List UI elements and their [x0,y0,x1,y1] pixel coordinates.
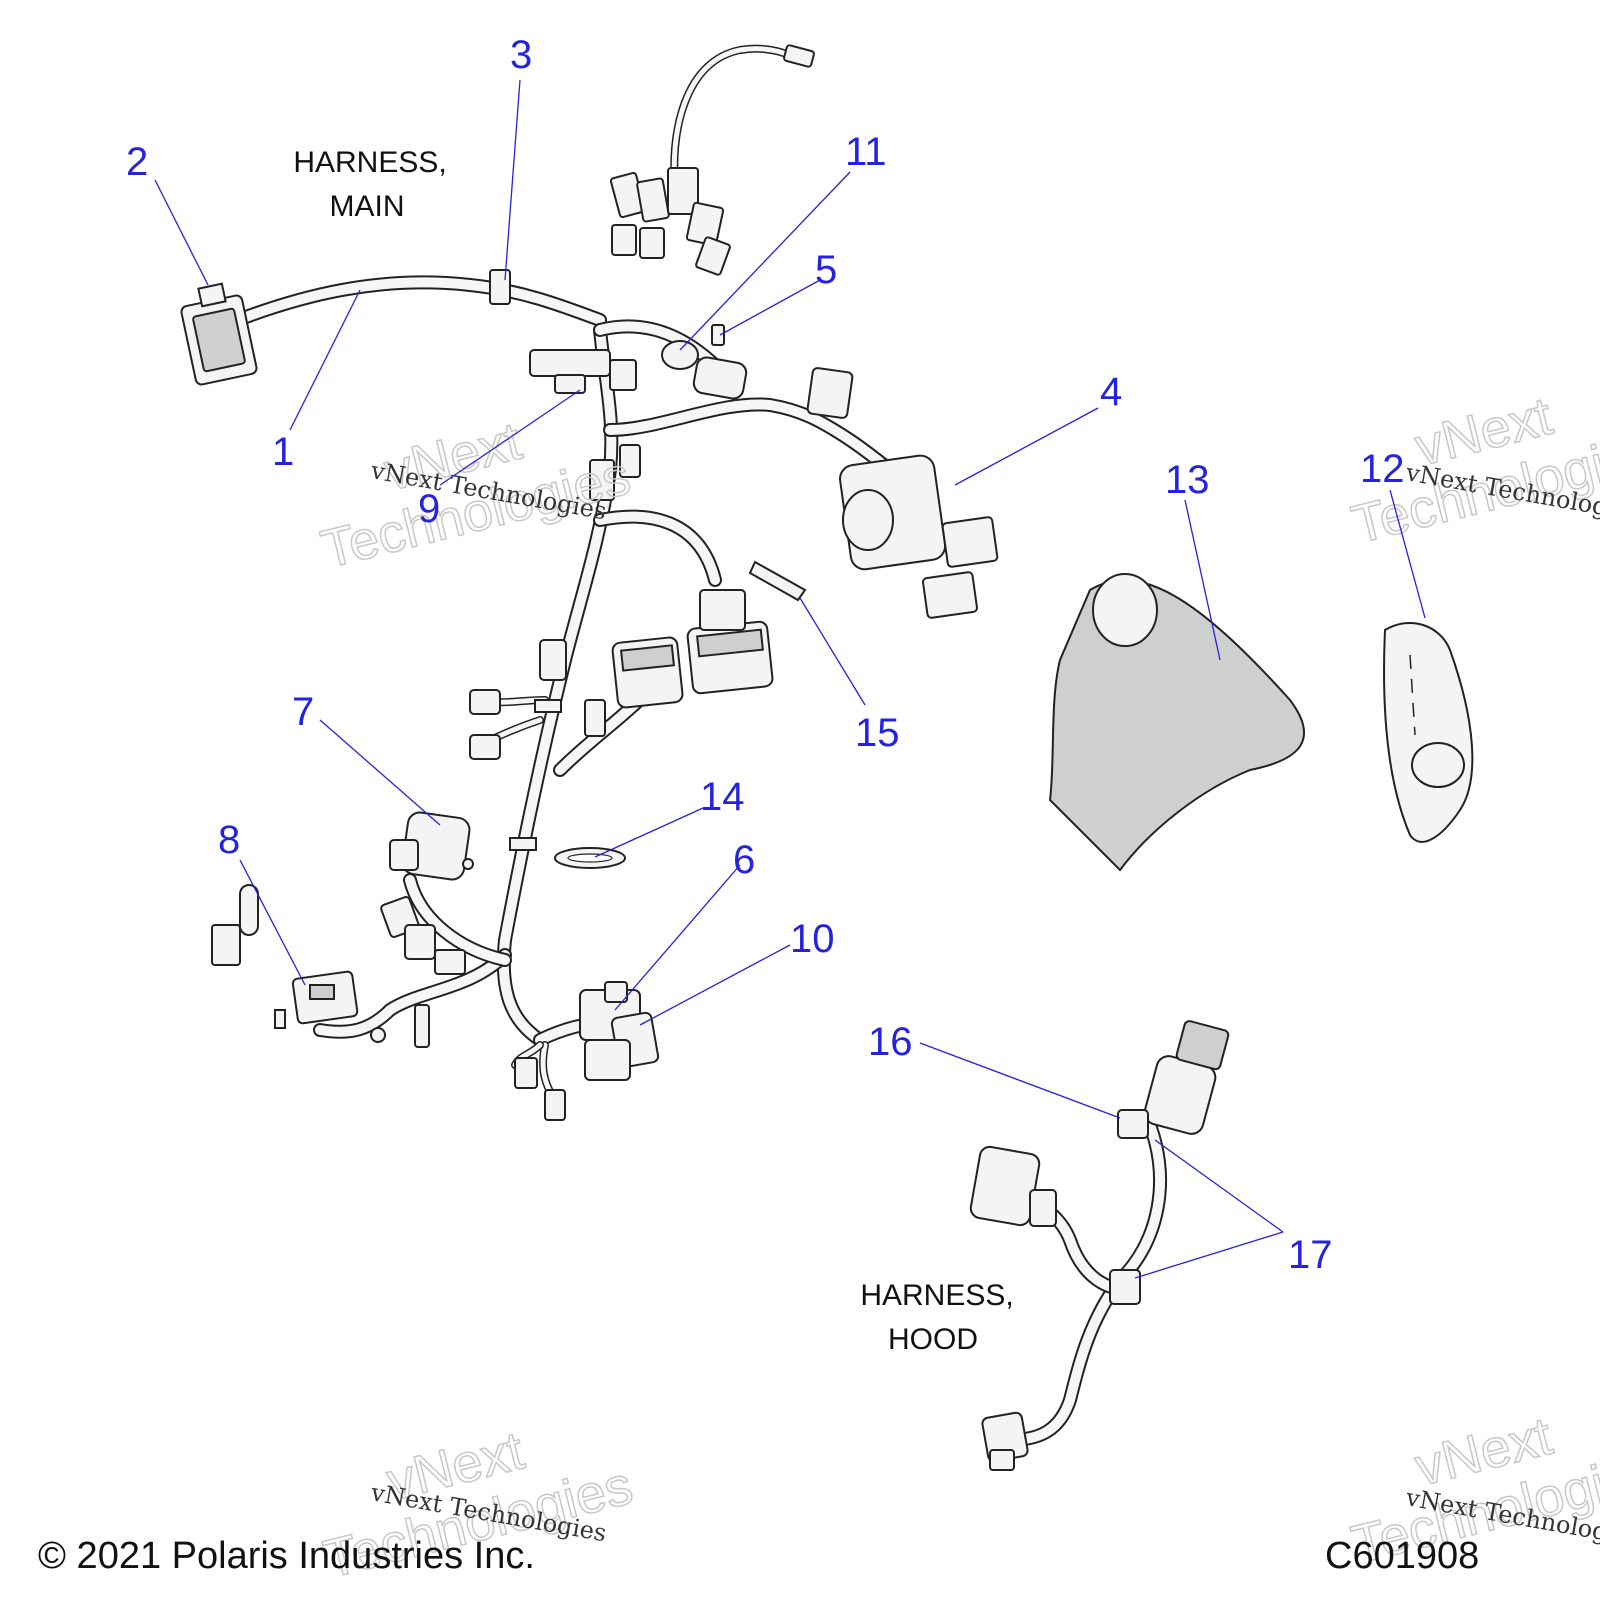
hood-harness [969,1020,1230,1471]
callout-12: 12 [1360,447,1405,491]
callout-4: 4 [1100,370,1122,414]
callout-9: 9 [418,487,440,531]
callout-5: 5 [815,248,837,292]
harness-hood-label-line1: HARNESS, [860,1279,1013,1312]
callout-7: 7 [292,690,314,734]
callout-17: 17 [1288,1233,1333,1277]
copyright-text: © 2021 Polaris Industries Inc. [38,1535,535,1577]
callout-14: 14 [700,775,745,819]
harness-main-label-line1: HARNESS, [293,146,446,179]
main-harness [218,44,937,1104]
callout-6: 6 [733,838,755,882]
harness-main-label-line2: MAIN [330,190,405,223]
callout-11: 11 [845,130,887,174]
callout-13: 13 [1165,458,1210,502]
sleeve-part [1383,621,1474,843]
loose-parts [554,560,1474,872]
harness-connectors [180,167,999,1121]
callout-16: 16 [868,1020,913,1064]
drawing-number: C601908 [1325,1535,1479,1577]
leader-lines [154,79,1426,1279]
callout-8: 8 [218,818,240,862]
harness-hood-label-line2: HOOD [888,1323,978,1356]
callout-15: 15 [855,711,900,755]
callout-3: 3 [510,33,532,77]
callout-10: 10 [790,917,835,961]
callout-1: 1 [272,430,294,474]
boot-part [1048,579,1306,872]
callout-2: 2 [126,140,148,184]
callout-numbers: 1 2 3 4 5 6 7 8 9 10 11 12 13 14 15 16 1… [126,33,1405,1277]
